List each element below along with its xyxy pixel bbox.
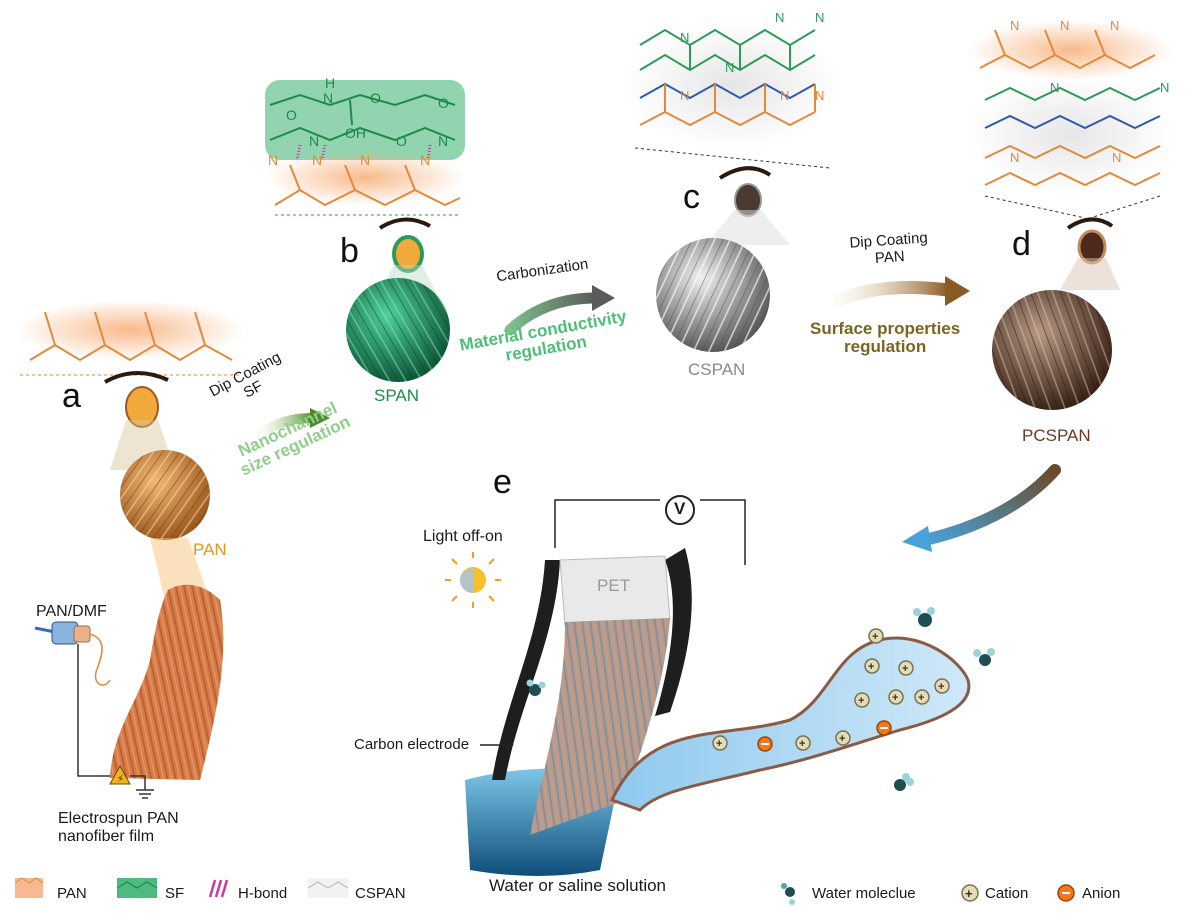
label-cspan: CSPAN [688,360,746,379]
svg-text:+: + [716,738,722,750]
svg-text:N: N [775,10,784,25]
label-light-off-on: Light off-on [423,528,503,545]
svg-text:N: N [1110,18,1119,33]
svg-text:N: N [1160,80,1169,95]
svg-text:+: + [918,692,924,704]
legend-swatch-pan [14,877,44,898]
label-pan-dmf: PAN/DMF [36,603,107,620]
arrow-pcspan-to-device [919,464,1061,546]
arrow-span-to-cspan [504,292,601,336]
svg-text:N: N [680,30,689,45]
svg-text:+: + [799,738,805,750]
panel-label-a: a [62,377,81,415]
legend-label-water: Water moleclue [812,885,916,902]
svg-text:O: O [438,95,449,111]
svg-text:N: N [1050,80,1059,95]
label-span: SPAN [374,386,420,405]
svg-text:+: + [902,663,908,675]
svg-text:N: N [360,152,370,168]
legend-swatch-cspan [307,878,349,898]
high-voltage-icon: ⚡ [109,764,131,785]
legend-cation-icon: + [961,884,979,902]
svg-text:N: N [815,88,824,103]
svg-text:N: N [420,152,430,168]
cspan-structure-c [625,20,840,169]
syringe-icon [34,621,91,645]
chem-nh-1: H [325,75,335,91]
svg-text:⚡: ⚡ [117,774,124,785]
legend-swatch-sf [116,878,158,898]
sf-structure-b [265,80,465,216]
svg-text:O: O [396,133,407,149]
svg-text:N: N [815,10,824,25]
legend-label-hbond: H-bond [238,885,288,902]
label-pan: PAN [193,540,227,559]
svg-text:+: + [872,631,878,643]
cations [712,628,950,751]
legend-swatch-hbond [208,879,229,898]
label-carbon-electrode: Carbon electrode [354,736,470,753]
svg-text:O: O [286,107,297,123]
svg-text:OH: OH [345,125,366,141]
legend-label-cation: Cation [985,885,1029,902]
arrow-cspan-to-pcspan [833,281,955,307]
carbon-electrode-right [655,548,692,716]
pcspan-structure-d [968,20,1173,219]
voltmeter-label: V [674,499,686,518]
svg-text:N: N [1060,18,1069,33]
legend-anion-icon [1057,884,1075,902]
panel-label-b: b [340,232,359,270]
panel-label-c: c [683,178,700,216]
svg-text:N: N [1010,18,1019,33]
svg-text:N: N [438,133,448,149]
svg-text:N: N [780,88,789,103]
svg-text:N: N [309,133,319,149]
legend-label-pan: PAN [57,885,87,902]
svg-text:N: N [680,88,689,103]
pan-structure-a [15,300,245,376]
label-pcspan: PCSPAN [1022,426,1091,445]
arrow-pan-to-span [250,413,317,445]
legend-label-cspan: CSPAN [355,885,406,902]
svg-text:N: N [725,60,734,75]
svg-text:N: N [1112,150,1121,165]
svg-text:+: + [965,886,973,901]
svg-text:N: N [323,90,333,106]
svg-text:+: + [858,695,864,707]
svg-text:+: + [938,681,944,693]
svg-text:N: N [268,152,278,168]
svg-text:+: + [839,733,845,745]
panel-label-e: e [493,463,512,501]
svg-text:+: + [868,661,874,673]
label-pet: PET [597,576,631,595]
sun-icon [445,552,501,608]
nanochannel-tube [609,636,971,812]
svg-text:N: N [312,152,322,168]
carbon-electrode-left [492,560,560,780]
panel-label-d: d [1012,225,1031,263]
legend-label-sf: SF [165,885,185,902]
legend-label-anion: Anion [1082,885,1121,902]
label-water-solution: Water or saline solution [489,876,667,895]
svg-text:O: O [370,90,381,106]
circuit-wire [77,644,154,799]
svg-text:+: + [892,692,898,704]
svg-text:N: N [1010,150,1019,165]
voltmeter-circuit [554,495,746,565]
legend-water-icon [781,883,795,905]
water-molecules [526,607,995,791]
pet-substrate [559,555,671,627]
